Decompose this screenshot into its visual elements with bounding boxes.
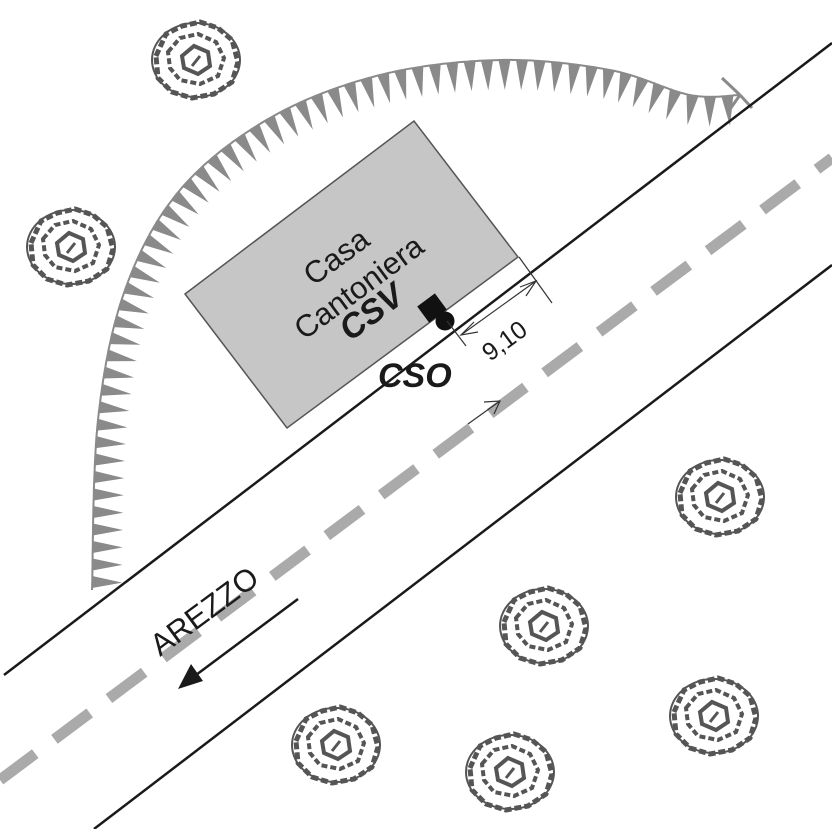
- scarp-hatch-mark: [97, 418, 128, 431]
- scarp-hatch-mark: [310, 93, 328, 124]
- tree-icon: [27, 209, 115, 285]
- scarp-hatch-mark: [264, 115, 285, 145]
- scarp-hatch-mark: [279, 107, 299, 137]
- scarp-hatch-mark: [92, 541, 123, 553]
- cso-marker-dot: [435, 311, 455, 331]
- scarp-hatch-mark: [136, 250, 167, 268]
- scarp-hatch-mark: [648, 83, 665, 114]
- tree-icon: [292, 707, 380, 783]
- scarp-hatch-mark: [94, 471, 125, 483]
- scarp-end-mark: [726, 94, 742, 113]
- scarp-end-mark: [720, 76, 742, 97]
- scarp-hatch-mark: [632, 77, 649, 108]
- scarp-hatch-mark: [686, 94, 699, 125]
- tree-icon: [676, 459, 764, 535]
- scarp-hatch-mark: [585, 66, 598, 97]
- scarp-hatch-mark: [666, 89, 682, 120]
- scarp-hatch-mark: [106, 349, 137, 362]
- scarp-hatch-mark: [446, 62, 459, 93]
- road-center-line: [0, 153, 832, 785]
- scarp-hatch-mark: [618, 72, 632, 103]
- scarp-hatch-mark: [171, 191, 199, 215]
- embankment-scarp: [91, 58, 754, 591]
- building-casa-cantoniera: [183, 119, 520, 430]
- scarp-hatch-mark: [194, 165, 220, 192]
- scarp-hatch-mark: [144, 234, 174, 254]
- road-edge-upper: [3, 42, 832, 676]
- scarp-hatch-mark: [92, 558, 123, 571]
- scarp-hatch-mark: [123, 282, 154, 298]
- traffic-direction-arrow: [467, 400, 501, 425]
- scarp-hatch-mark: [463, 61, 476, 92]
- direction-label: AREZZO: [143, 560, 265, 663]
- scarp-hatch-mark: [109, 332, 141, 345]
- road-edge-lower: [93, 264, 832, 829]
- arezzo-arrow: [178, 597, 299, 689]
- scarp-hatch-mark: [498, 59, 511, 90]
- dimension-line: [446, 256, 553, 347]
- scarp-hatch-mark: [92, 576, 123, 588]
- scarp-hatch-mark: [207, 154, 232, 182]
- scarp-hatch-mark: [182, 178, 209, 203]
- tree-icon: [500, 588, 588, 664]
- scarp-hatch-mark: [481, 60, 493, 91]
- scarp-hatch-mark: [234, 133, 257, 162]
- cso-code-label: CSO: [378, 357, 452, 395]
- dimension-value: 9,10: [477, 315, 533, 366]
- scarp-hatch-mark: [327, 87, 343, 118]
- scarp-hatch-mark: [603, 68, 615, 100]
- scarp-hatch-mark: [295, 100, 313, 130]
- scarp-hatch-mark: [394, 69, 407, 100]
- scarp-hatch-mark: [92, 523, 123, 536]
- scarp-hatch-mark: [220, 143, 244, 172]
- tree-icon: [670, 678, 758, 754]
- scarp-hatch-mark: [98, 401, 130, 414]
- scarp-hatch-mark: [516, 59, 528, 91]
- scarp-hatch-mark: [93, 506, 124, 518]
- scarp-hatch-mark: [411, 66, 424, 97]
- scarp-hatch-mark: [100, 384, 132, 396]
- scarp-hatch-mark: [249, 124, 271, 153]
- scarp-hatch-mark: [551, 61, 563, 93]
- scarp-hatch-mark: [360, 77, 375, 108]
- scarp-hatch-mark: [95, 436, 126, 449]
- scarp-hatch-mark: [129, 266, 160, 283]
- tree-icon: [466, 734, 554, 810]
- scarp-hatch-mark: [703, 96, 716, 127]
- scarp-hatch-mark: [118, 298, 149, 314]
- scarp-hatch-mark: [533, 60, 546, 91]
- scarp-hatch-mark: [343, 81, 359, 113]
- scarp-hatch-mark: [377, 72, 391, 104]
- scarp-hatch-mark: [568, 63, 581, 95]
- scarp-hatch-mark: [161, 204, 190, 227]
- scarp-hatch-mark: [94, 453, 125, 466]
- scarp-hatch-mark: [428, 64, 441, 95]
- scarp-hatch-mark: [152, 219, 182, 240]
- scarp-hatch-mark: [103, 366, 134, 379]
- tree-icon: [152, 22, 240, 98]
- csv-marker-square: [417, 293, 447, 323]
- scarp-hatch-mark: [113, 315, 145, 329]
- scarp-hatch-mark: [93, 488, 124, 501]
